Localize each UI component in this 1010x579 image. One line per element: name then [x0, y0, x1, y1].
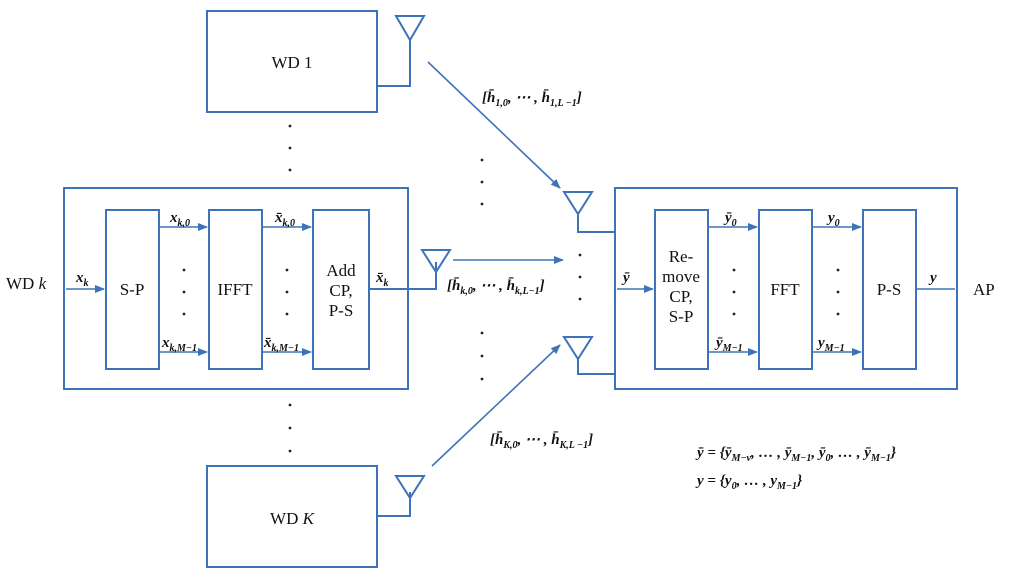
wdK-antenna-feed [377, 492, 411, 517]
wd1-label: WD 1 [271, 53, 312, 72]
remove-line1: Re- [669, 247, 694, 266]
ap-antenna-top-icon [562, 191, 594, 216]
remove-line2: move [662, 267, 700, 286]
channel-arrow-wd1 [427, 61, 561, 189]
ellipsis-dots-channels-lower [480, 331, 484, 381]
addcp-line1: Add [326, 261, 356, 280]
fft-block [758, 209, 813, 370]
fft-label: FFT [770, 280, 800, 299]
ap-antenna-top-feed [577, 212, 615, 233]
ellipsis-dots-ifft-addcp [285, 268, 289, 316]
ellipsis-dots-sp-ifft [182, 268, 186, 316]
ellipsis-dots-channels-upper [480, 158, 484, 206]
ellipsis-dots-lower [288, 403, 292, 453]
wdk-antenna-icon [420, 249, 452, 274]
wdk-label: WD k [6, 274, 47, 293]
y-label: y [928, 270, 937, 286]
wdK-label: WD K [270, 509, 316, 528]
wdK-antenna-icon [394, 475, 426, 500]
wdK-box [206, 465, 378, 568]
ellipsis-dots-ap-antennas [578, 253, 582, 301]
ap-antenna-bottom-feed [577, 357, 615, 375]
ps-block [862, 209, 917, 370]
remove-line4: S-P [669, 307, 694, 326]
remove-line3: CP, [669, 287, 692, 306]
ifft-block [208, 209, 263, 370]
wd1-antenna-icon [394, 15, 426, 42]
channel-arrow-wdK [431, 344, 561, 467]
ap-antenna-bottom-icon [562, 336, 594, 361]
wd1-antenna-feed [377, 38, 411, 87]
addcp-line2: CP, [329, 281, 352, 300]
hk-label: [h̄k,0, ⋯ , h̄k,L−1] [447, 278, 545, 297]
wd1-box [206, 10, 378, 113]
ps-label: P-S [877, 280, 902, 299]
sp-label: S-P [120, 280, 145, 299]
ybar-label: ȳ [621, 270, 630, 286]
addcp-line3: P-S [329, 301, 354, 320]
ellipsis-dots-remove-fft [732, 268, 736, 316]
ifft-label: IFFT [218, 280, 254, 299]
hK-label: [h̄K,0, ⋯ , h̄K,L −1] [490, 432, 593, 451]
ellipsis-dots-fft-ps [836, 268, 840, 316]
ybar-definition: ȳ = {ȳM−v, … , ȳM−1, ȳ0, … , ȳM−1} [695, 445, 897, 464]
ellipsis-dots-upper [288, 124, 292, 172]
remove-cp-block [654, 209, 709, 370]
ap-label: AP [973, 280, 995, 299]
y-definition: y = {y0, … , yM−1} [695, 473, 803, 492]
sp-block [105, 209, 160, 370]
h1-label: [h̄1,0, ⋯ , h̄1,L −1] [482, 90, 582, 109]
